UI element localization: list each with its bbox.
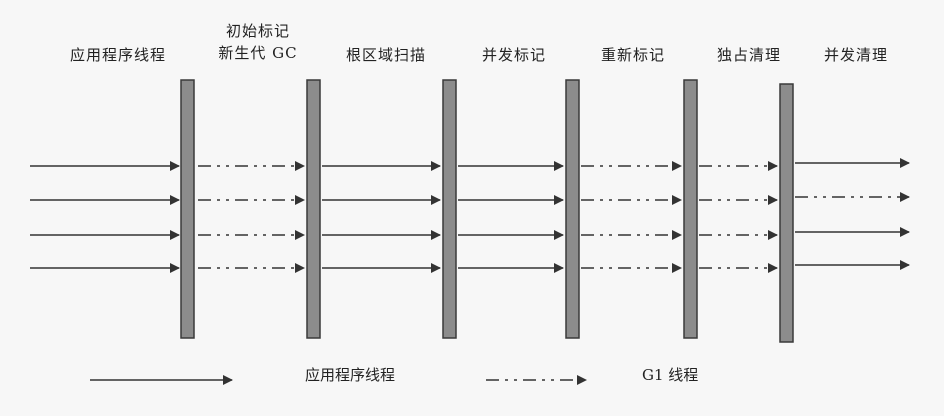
phase-boundary-bar-5 <box>683 79 698 339</box>
phase-label-concurrent-mark: 并发标记 <box>482 44 546 66</box>
phase-label-remark: 重新标记 <box>601 44 665 66</box>
phase-label-root-region-scan: 根区域扫描 <box>346 44 426 66</box>
phase-boundary-bar-3 <box>442 79 457 339</box>
phase-label-text: 并发标记 <box>481 46 547 64</box>
phase-sublabel-text: 新生代 GC <box>218 44 298 62</box>
phase-boundary-bar-1 <box>180 79 195 339</box>
phase-boundary-bar-2 <box>306 79 321 339</box>
phase-label-initial-mark: 初始标记 新生代 GC <box>218 20 297 64</box>
phase-boundary-bar-4 <box>565 79 580 339</box>
phase-label-text: 根区域扫描 <box>345 46 427 64</box>
legend-g1-thread-label: G1 线程 <box>642 366 699 384</box>
phase-label-concurrent-cleanup: 并发清理 <box>824 44 888 66</box>
phase-label-text: 应用程序线程 <box>69 46 167 64</box>
phase-label-text: 独占清理 <box>716 46 782 64</box>
phase-label-app-thread: 应用程序线程 <box>70 44 166 66</box>
phase-label-text: 初始标记 <box>225 22 291 40</box>
phase-label-exclusive-cleanup: 独占清理 <box>717 44 781 66</box>
phase-label-text: 重新标记 <box>600 46 666 64</box>
phase-label-text: 并发清理 <box>823 46 889 64</box>
legend-app-thread-label: 应用程序线程 <box>305 366 396 384</box>
phase-boundary-bar-6 <box>779 83 794 343</box>
